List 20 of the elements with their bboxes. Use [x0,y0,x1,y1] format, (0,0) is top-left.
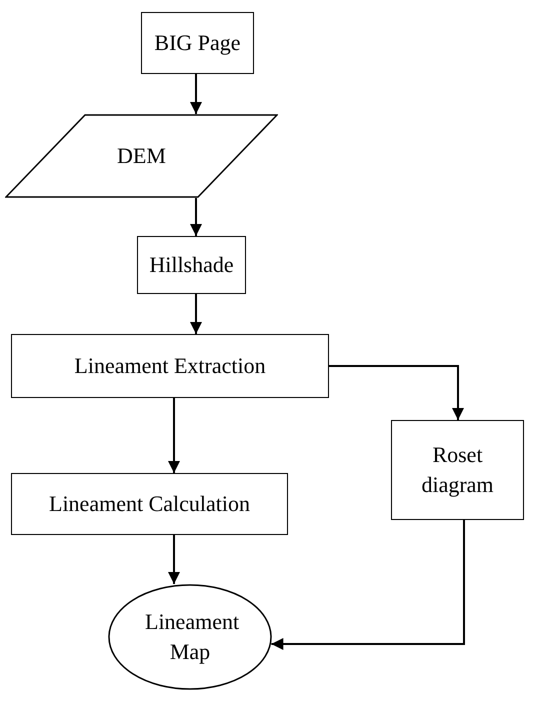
arrow [168,398,180,473]
arrow [190,74,202,114]
arrow [190,198,202,236]
node-label: Hillshade [149,251,234,280]
process-box [137,236,246,294]
node-label: Lineament Extraction [74,352,266,380]
node-label: DEM [117,142,166,170]
node-label: Roset diagram [420,441,495,499]
process-box [391,420,524,520]
terminal-ellipse [108,584,272,690]
process-box [11,334,329,398]
arrow [190,294,202,334]
node-label: Lineament Calculation [49,490,250,518]
arrow [168,535,180,584]
arrow [329,365,464,420]
node-label: BIG Page [154,29,241,58]
arrow [271,520,465,650]
process-box [11,473,288,535]
data-parallelogram [5,114,278,198]
process-box [141,12,254,74]
